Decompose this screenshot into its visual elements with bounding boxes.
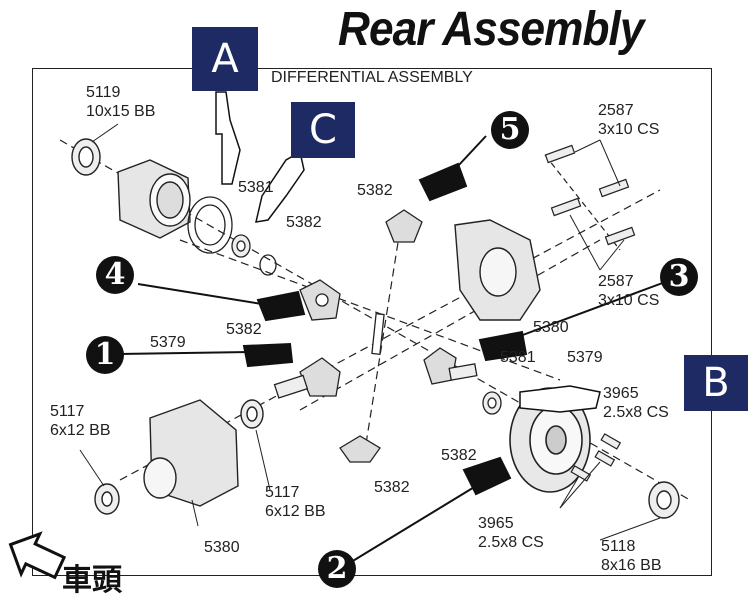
marker-c: C [291, 102, 355, 158]
step-1-badge: 1 [86, 336, 124, 374]
front-direction-label: 車頭 [62, 563, 122, 598]
bevel-gear-small-icon [299, 279, 341, 321]
pinion-gear-right-icon [423, 347, 478, 385]
part-label-5382-top: 5382 [286, 214, 322, 231]
diff-housing-icon [117, 159, 191, 239]
bearing-5119-icon [71, 138, 101, 176]
bearing-5117-icon [94, 399, 264, 515]
part-label-5382-left: 5382 [226, 321, 262, 338]
hand-pointer-icon [215, 91, 601, 413]
housing-right-icon [454, 219, 541, 321]
housing-left-icon [143, 399, 239, 507]
black-hand-icon-5 [418, 162, 468, 202]
step-3-badge: 3 [660, 258, 698, 296]
ring-gear-icon [509, 387, 591, 493]
screw-2587-icon [544, 144, 636, 246]
part-label-5382-bottom: 5382 [374, 479, 410, 496]
screw-3965-icon [570, 433, 622, 482]
pinion-gear-left-icon [273, 357, 341, 399]
black-hand-icon-3 [478, 330, 528, 362]
cross-pin-icon [371, 312, 385, 356]
part-label-5381-top: 5381 [238, 179, 274, 196]
black-hand-icon-2 [462, 456, 512, 496]
marker-b: B [684, 355, 748, 411]
step-2-badge: 2 [318, 550, 356, 588]
step-4-badge: 4 [96, 256, 134, 294]
part-label-5382-gear: 5382 [357, 182, 393, 199]
black-hand-icon-4 [256, 290, 306, 322]
part-label-5379-right: 5379 [567, 349, 603, 366]
black-hand-icon-1 [242, 342, 294, 368]
bevel-gear-bottom-icon [339, 435, 381, 463]
part-label-5379-left: 5379 [150, 334, 186, 351]
front-direction-arrow-icon [8, 531, 67, 580]
part-label-5380-right: 5380 [533, 319, 569, 336]
bevel-gear-top-icon [385, 209, 423, 243]
diagram-frame [32, 68, 712, 576]
part-label-5382-center: 5382 [441, 447, 477, 464]
step-5-badge: 5 [491, 111, 529, 149]
bearing-5118-icon [648, 481, 680, 519]
axis-line-pin [364, 229, 401, 451]
marker-a: A [192, 27, 258, 91]
part-label-5380-bottom: 5380 [204, 539, 240, 556]
axis-line-cross [119, 189, 661, 481]
page-title: Rear Assembly [338, 3, 644, 56]
diagram-subtitle: DIFFERENTIAL ASSEMBLY [271, 69, 473, 86]
axis-line-lower [299, 239, 601, 411]
washer-icon [231, 234, 277, 276]
part-label-5381-right: 5381 [500, 349, 536, 366]
washer-right-icon [482, 391, 502, 415]
gasket-icon [187, 196, 233, 254]
axis-line-upper [179, 239, 561, 381]
